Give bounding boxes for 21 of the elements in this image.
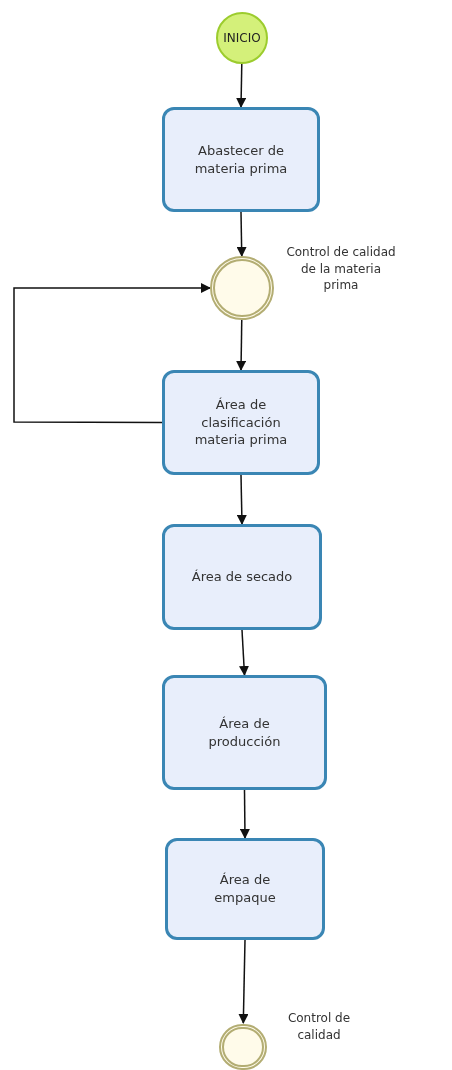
node-label: Área de empaque <box>213 871 277 907</box>
arrow <box>239 629 249 676</box>
arrow <box>239 789 250 839</box>
node-label: Abastecer de materia prima <box>193 141 289 178</box>
arrow <box>236 63 247 108</box>
process-box <box>162 107 320 212</box>
node-label: INICIO <box>223 30 261 46</box>
node-label: Área de producción <box>207 714 282 751</box>
node-label: Área de clasificación materia prima <box>193 395 289 450</box>
event-caption: Control de calidad de la materia prima <box>285 244 397 294</box>
node-label: Área de secado <box>190 568 294 586</box>
arrow <box>236 319 247 371</box>
arrow <box>236 211 247 257</box>
process-box <box>162 675 327 790</box>
arrow <box>238 939 249 1024</box>
arrow <box>236 474 247 525</box>
event-caption: Control de calidad <box>286 1010 352 1043</box>
arrow <box>13 283 211 424</box>
process-box <box>162 524 322 630</box>
process-box <box>162 370 320 475</box>
process-box <box>165 838 325 940</box>
